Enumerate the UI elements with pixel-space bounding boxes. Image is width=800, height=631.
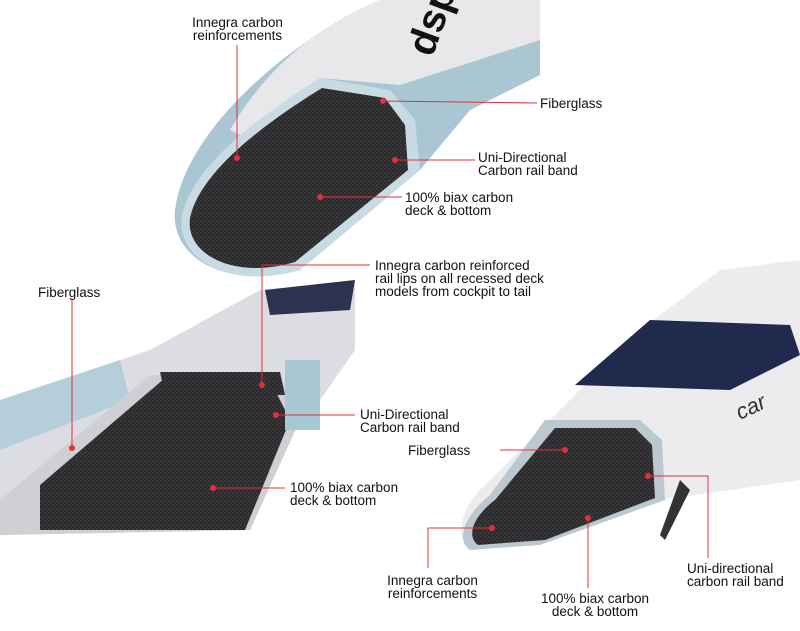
label-top-biax: 100% biax carbon deck & bottom [405, 190, 514, 218]
label-top-innegra: Innegra carbon reinforcements [192, 15, 283, 43]
label-left-innegra: Innegra carbon reinforced rail lips on a… [375, 258, 544, 299]
label-top-fiberglass: Fiberglass [540, 96, 603, 111]
label-left-uni: Uni-Directional Carbon rail band [360, 407, 460, 435]
callout-dots [69, 98, 651, 531]
label-right-uni: Uni-directional carbon rail band [687, 561, 784, 589]
label-right-innegra: Innegra carbon reinforcements [387, 573, 478, 601]
label-right-fiberglass: Fiberglass [408, 443, 471, 458]
right-board: car [461, 260, 800, 550]
label-top-uni: Uni-Directional Carbon rail band [478, 150, 578, 178]
left-board [0, 280, 355, 535]
top-board: dsp [174, 0, 541, 277]
leader-lines [71, 45, 709, 588]
label-left-biax: 100% biax carbon deck & bottom [290, 480, 399, 508]
label-left-fiberglass: Fiberglass [38, 285, 101, 300]
label-right-biax: 100% biax carbon deck & bottom [540, 591, 650, 619]
